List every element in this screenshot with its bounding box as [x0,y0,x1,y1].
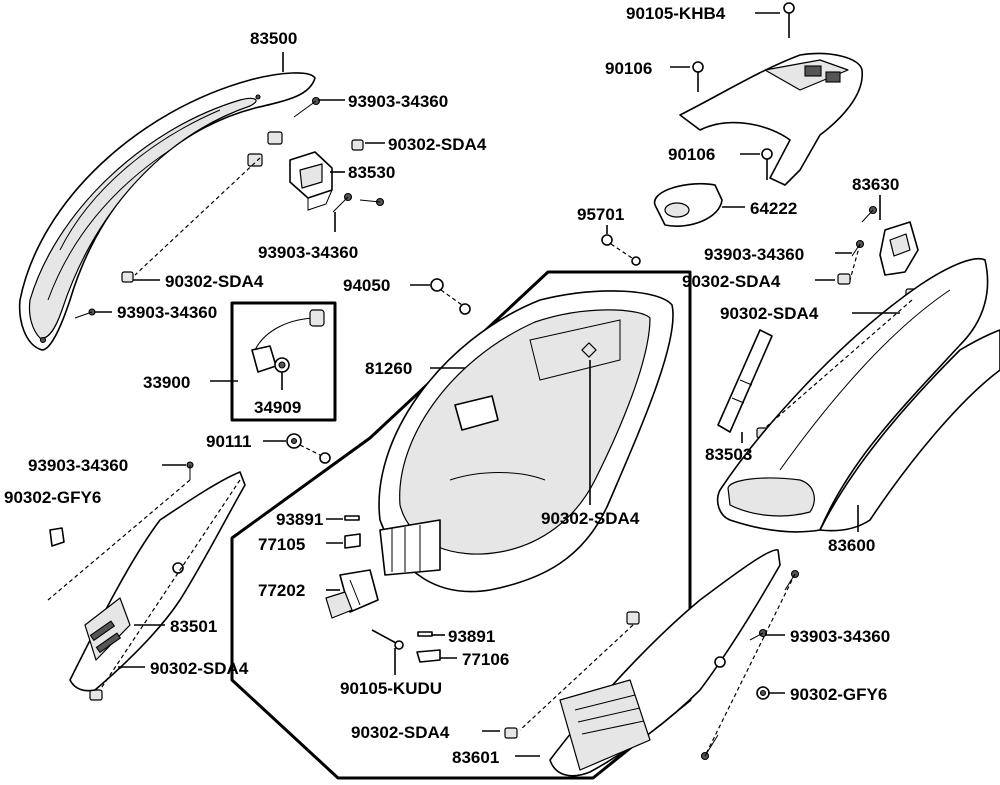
label-93903-34360-c[interactable]: 93903-34360 [117,303,217,322]
label-90302-sda4-b[interactable]: 90302-SDA4 [165,272,264,291]
label-83600[interactable]: 83600 [828,536,875,555]
label-83630[interactable]: 83630 [852,175,899,194]
bolt-90111[interactable] [286,433,331,464]
harness-33900[interactable] [251,309,325,373]
bolt-90106-top[interactable] [692,61,704,92]
luggage-box-81260[interactable] [378,290,674,593]
leader-lines [95,12,900,757]
carrier-rack[interactable] [679,52,863,186]
label-64222[interactable]: 64222 [750,199,797,218]
label-34909[interactable]: 34909 [254,398,301,417]
assembly-line [134,157,261,276]
label-93903-34360-a[interactable]: 93903-34360 [348,92,448,111]
bolt-90105-khb4[interactable] [783,2,795,38]
label-90111[interactable]: 90111 [206,432,251,451]
label-90302-sda4-e[interactable]: 90302-SDA4 [720,304,819,323]
label-77105[interactable]: 77105 [258,535,305,554]
label-90106-top[interactable]: 90106 [605,59,652,78]
label-90105-khb4[interactable]: 90105-KHB4 [626,4,726,23]
bolt-90105-kudu[interactable] [371,629,404,650]
pin-93891-top[interactable] [344,515,360,521]
grommet-90302-gfy6-left[interactable] [49,527,65,547]
side-cover-left-83501[interactable] [69,471,246,692]
hinge-77202[interactable] [325,569,379,619]
pin-93891-bottom[interactable] [417,631,433,637]
bracket-83530[interactable] [289,151,333,211]
assembly-line [704,573,796,757]
label-83530[interactable]: 83530 [348,163,395,182]
label-90302-sda4-a[interactable]: 90302-SDA4 [388,135,487,154]
label-83503[interactable]: 83503 [705,445,752,464]
carrier-bolt-90106[interactable] [761,148,773,180]
label-83501[interactable]: 83501 [170,617,217,636]
label-83601[interactable]: 83601 [452,748,499,767]
label-83500[interactable]: 83500 [250,29,297,48]
label-90302-sda4-box[interactable]: 90302-SDA4 [541,509,640,528]
assembly-line [99,479,241,691]
assembly-line [47,479,191,601]
bolt-95701[interactable] [601,234,641,266]
body-cover-rear-left[interactable] [18,72,316,351]
label-90302-sda4-f[interactable]: 90302-SDA4 [351,723,450,742]
label-90105-kudu[interactable]: 90105-KUDU [340,679,442,698]
label-93891-bottom[interactable]: 93891 [448,627,495,646]
strip-83503[interactable] [717,329,773,433]
label-33900[interactable]: 33900 [143,373,190,392]
clip-77106[interactable] [416,649,441,663]
label-90106-carrier[interactable]: 90106 [668,145,715,164]
assembly-line [519,624,634,731]
label-93903-34360-f[interactable]: 93903-34360 [790,627,890,646]
label-90302-sda4-c[interactable]: 90302-SDA4 [150,659,249,678]
label-93903-34360-d[interactable]: 93903-34360 [28,456,128,475]
nut-94050[interactable] [430,278,471,315]
luggage-box-group-frame [230,270,692,780]
label-94050[interactable]: 94050 [343,276,390,295]
assembly-line [764,299,913,429]
label-93903-34360-b[interactable]: 93903-34360 [258,243,358,262]
harness-group-frame [230,301,337,422]
label-93903-34360-e[interactable]: 93903-34360 [704,245,804,264]
bracket-83630[interactable] [879,221,919,276]
assembly-line [849,243,861,281]
grommet-90302-gfy6-right[interactable] [756,686,770,700]
label-95701[interactable]: 95701 [577,205,624,224]
label-90302-sda4-d[interactable]: 90302-SDA4 [682,272,781,291]
bulb-34909[interactable] [274,357,290,373]
damper-77105[interactable] [344,533,361,549]
label-81260[interactable]: 81260 [365,359,412,378]
label-93891-top[interactable]: 93891 [276,510,323,529]
body-cover-rear-right[interactable] [716,258,1000,533]
carrier-holder-64222[interactable] [653,182,723,227]
label-77202[interactable]: 77202 [258,581,305,600]
label-90302-gfy6-right[interactable]: 90302-GFY6 [790,685,887,704]
label-77106[interactable]: 77106 [462,650,509,669]
screw-icon [74,96,878,761]
label-90302-gfy6-left[interactable]: 90302-GFY6 [4,488,101,507]
side-cover-right-83601[interactable] [549,549,781,777]
